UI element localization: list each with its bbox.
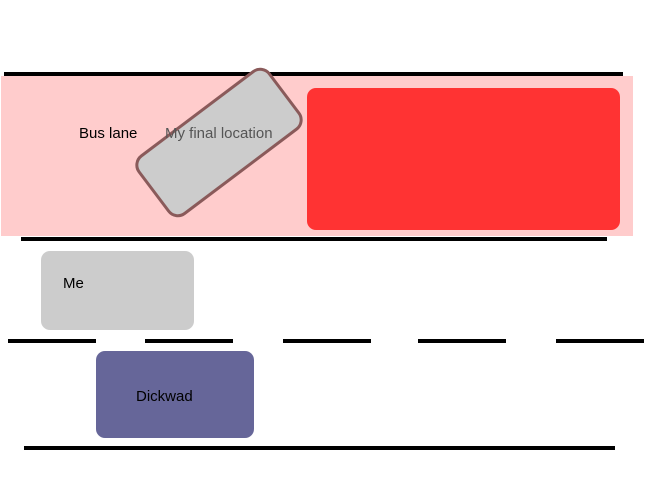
my-car: [41, 251, 194, 330]
bus-lane-bottom-line: [21, 237, 607, 241]
bus-lane-label: Bus lane: [79, 125, 138, 142]
lane-dash: [145, 339, 233, 343]
lane-dash: [283, 339, 371, 343]
lane-dash: [8, 339, 96, 343]
road-bottom-line: [24, 446, 615, 450]
other-car: [96, 351, 254, 438]
bus: [307, 88, 620, 230]
lane-dash: [556, 339, 644, 343]
final-location-label: My final location: [165, 125, 273, 142]
my-car-label: Me: [63, 275, 84, 292]
other-car-label: Dickwad: [136, 388, 193, 405]
lane-dash: [418, 339, 506, 343]
road-top-line: [4, 72, 623, 76]
